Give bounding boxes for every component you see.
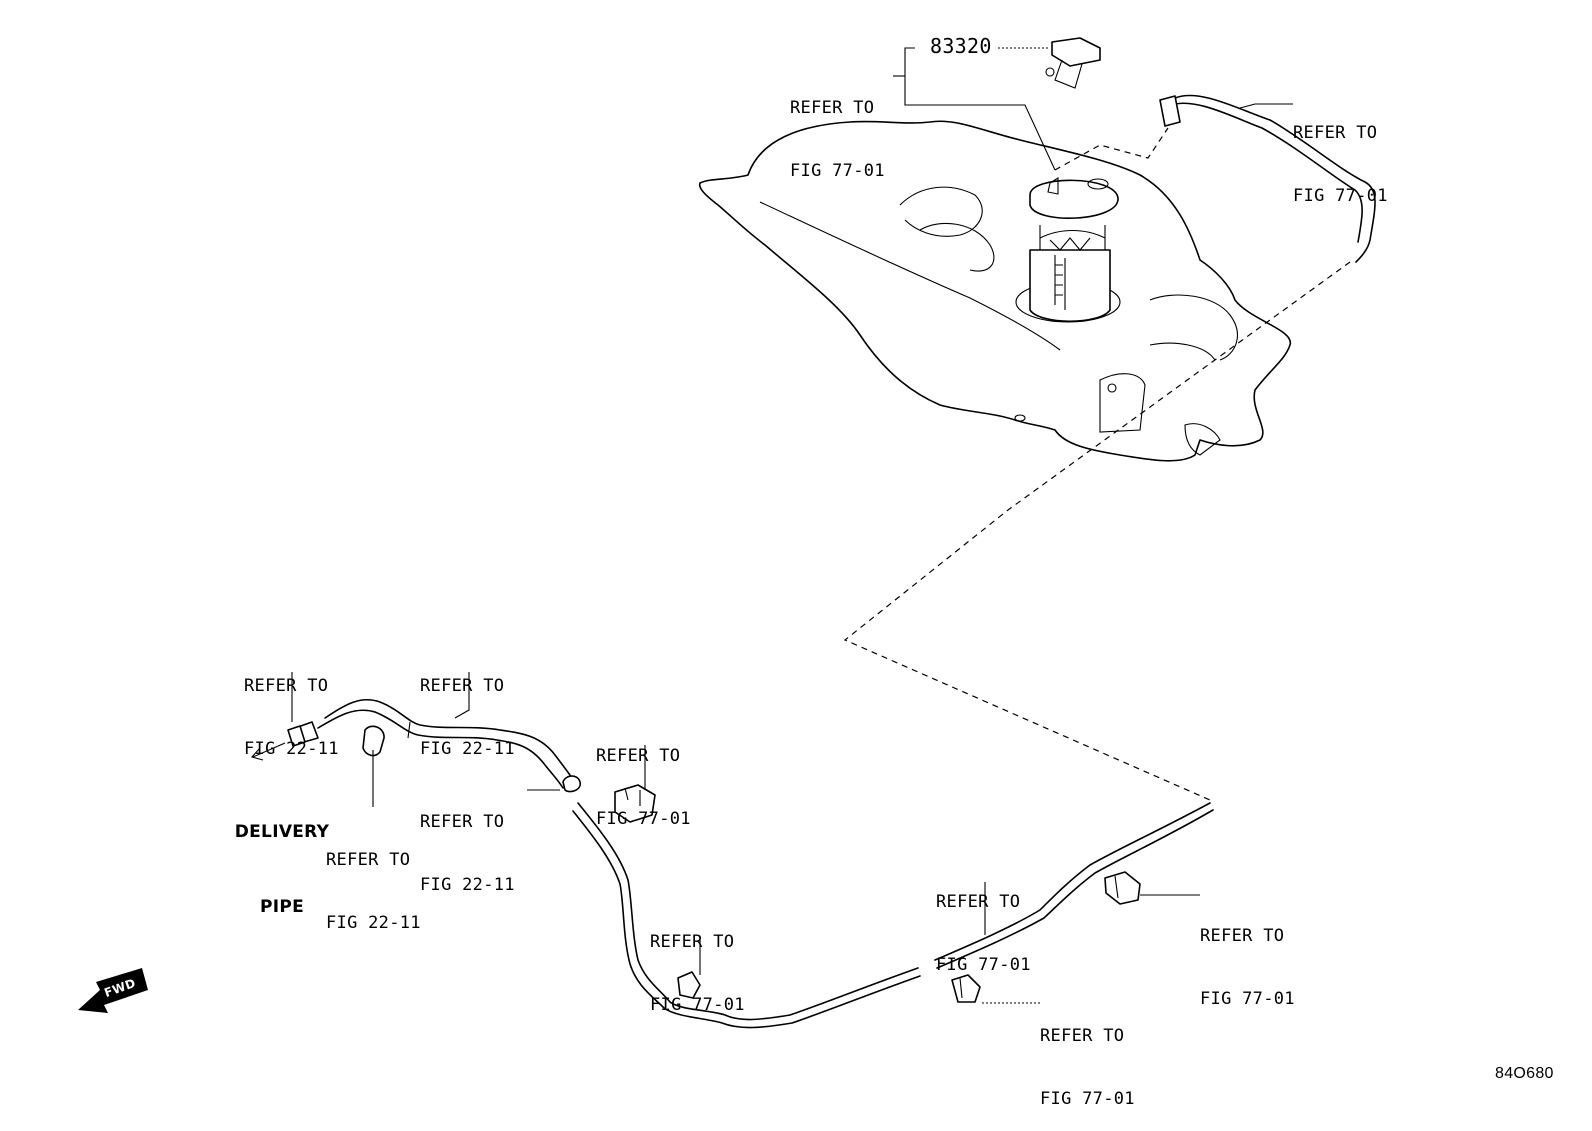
callout-line2: FIG 77-01 bbox=[596, 809, 691, 829]
callout-line2: FIG 22-11 bbox=[420, 739, 515, 759]
vent-tube bbox=[1159, 94, 1376, 263]
callout-fig2211-hose: REFER TO FIG 22-11 bbox=[420, 634, 515, 781]
callout-line1: REFER TO bbox=[1040, 1026, 1125, 1046]
callout-line1: REFER TO bbox=[326, 850, 411, 870]
fuel-pump-module bbox=[1015, 177, 1121, 323]
fuel-tank bbox=[698, 120, 1291, 462]
callout-fig2211-end: REFER TO FIG 22-11 bbox=[244, 634, 339, 781]
callout-line2: FIG 77-01 bbox=[1040, 1089, 1135, 1109]
illustration-code: 84O680 bbox=[1495, 1065, 1554, 1082]
callout-line2: FIG 22-11 bbox=[326, 913, 421, 933]
delivery-label-line1: DELIVERY bbox=[234, 822, 330, 842]
callout-fig7701-tube: REFER TO FIG 77-01 bbox=[1293, 81, 1388, 228]
callout-line1: REFER TO bbox=[596, 746, 681, 766]
fwd-arrow-icon bbox=[78, 968, 148, 1013]
fuel-sender-part bbox=[1045, 37, 1101, 89]
fuel-system-diagram bbox=[78, 37, 1376, 1029]
delivery-pipe-label: DELIVERY PIPE bbox=[232, 770, 332, 945]
delivery-connector bbox=[287, 725, 306, 747]
pipe-clamp-d bbox=[1104, 871, 1141, 905]
callout-fig7701-clamp-d: REFER TO FIG 77-01 bbox=[1200, 884, 1295, 1031]
callout-line1: REFER TO bbox=[244, 676, 329, 696]
callout-line1: REFER TO bbox=[790, 98, 875, 118]
callout-line2: FIG 77-01 bbox=[936, 955, 1031, 975]
callout-line2: FIG 22-11 bbox=[420, 875, 515, 895]
part-number-83320: 83320 bbox=[930, 34, 992, 58]
pipe-clamp-b bbox=[677, 971, 701, 999]
callout-line2: FIG 22-11 bbox=[244, 739, 339, 759]
callout-line2: FIG 77-01 bbox=[1200, 989, 1295, 1009]
callout-line1: REFER TO bbox=[420, 812, 505, 832]
callout-fig7701-clamp-c: REFER TO FIG 77-01 bbox=[1040, 984, 1135, 1131]
callout-line1: REFER TO bbox=[650, 932, 735, 952]
delivery-arrow bbox=[250, 742, 286, 761]
delivery-label-line2: PIPE bbox=[259, 897, 305, 917]
callout-fig7701-clamp-b: REFER TO FIG 77-01 bbox=[650, 890, 745, 1037]
callout-line1: REFER TO bbox=[936, 892, 1021, 912]
callout-fig2211-clip: REFER TO FIG 22-11 bbox=[326, 808, 421, 955]
leader-lines bbox=[291, 47, 1293, 1004]
pipe-clamp-a bbox=[614, 784, 656, 823]
callout-line2: FIG 77-01 bbox=[650, 995, 745, 1015]
callout-fig7701-pipe: REFER TO FIG 77-01 bbox=[936, 850, 1031, 997]
fuel-pipe bbox=[572, 802, 1214, 1029]
dashed-route-top bbox=[1054, 127, 1169, 171]
callout-line1: REFER TO bbox=[420, 676, 505, 696]
hose-clip bbox=[362, 725, 385, 757]
callout-fig7701-clamp-a: REFER TO FIG 77-01 bbox=[596, 704, 691, 851]
callout-line1: REFER TO bbox=[1200, 926, 1285, 946]
callout-line2: FIG 77-01 bbox=[1293, 186, 1388, 206]
pipe-clamp-c bbox=[951, 974, 981, 1003]
callout-fig7701-pump: REFER TO FIG 77-01 bbox=[790, 56, 885, 203]
callout-fig2211-clamp: REFER TO FIG 22-11 bbox=[420, 770, 515, 917]
callout-line1: REFER TO bbox=[1293, 123, 1378, 143]
dashed-route-main bbox=[843, 261, 1351, 801]
callout-line2: FIG 77-01 bbox=[790, 161, 885, 181]
hose-clamp bbox=[562, 775, 581, 793]
